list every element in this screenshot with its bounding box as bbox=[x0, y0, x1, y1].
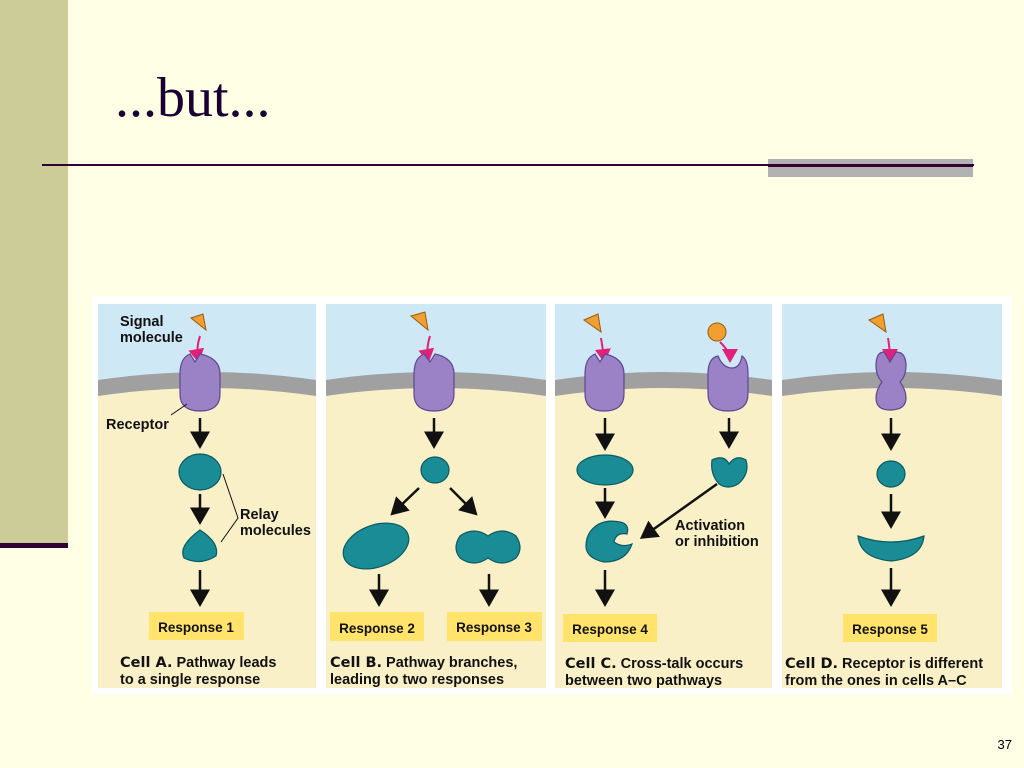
title-divider-accent-line bbox=[768, 164, 973, 167]
caption-cell-d: Cell D. Receptor is different bbox=[785, 656, 983, 672]
relay-molecule-icon bbox=[455, 530, 521, 564]
page-number: 37 bbox=[997, 737, 1012, 752]
caption-cell-a: Cell A. Pathway leads bbox=[120, 655, 276, 671]
signal-molecule-icon bbox=[189, 313, 207, 332]
side-accent-bar bbox=[0, 0, 68, 544]
receptor-icon bbox=[875, 351, 907, 411]
side-accent-line bbox=[0, 543, 68, 548]
relay-molecule-icon bbox=[178, 453, 222, 491]
binding-arrow bbox=[881, 337, 898, 363]
title-divider-accent bbox=[768, 159, 973, 177]
response-box bbox=[447, 612, 542, 641]
response-label: Response 3 bbox=[456, 620, 532, 635]
receptor-icon bbox=[707, 354, 749, 412]
response-label: Response 5 bbox=[852, 622, 928, 637]
relay-molecule-icon bbox=[420, 456, 450, 484]
relay-molecule-icon bbox=[876, 460, 906, 488]
cross-talk-arrow bbox=[639, 482, 718, 539]
arrow bbox=[390, 487, 420, 516]
caption-cell-b: Cell B. Pathway branches, bbox=[330, 655, 517, 671]
caption-cell-c: between two pathways bbox=[565, 673, 722, 689]
relay-molecules-label: Relay bbox=[240, 507, 279, 523]
caption-cell-b: leading to two responses bbox=[330, 672, 504, 688]
relay-molecule-icon bbox=[857, 535, 925, 562]
response-box bbox=[330, 612, 424, 641]
caption-cell-a: to a single response bbox=[120, 672, 260, 688]
receptor-icon bbox=[584, 353, 625, 412]
activation-label: Activation bbox=[675, 518, 745, 534]
signal-molecule-icon bbox=[867, 313, 887, 334]
title-divider bbox=[42, 164, 974, 166]
receptor-icon bbox=[179, 353, 221, 412]
receptor-label: Receptor bbox=[106, 417, 169, 433]
response-box bbox=[563, 614, 657, 642]
response-label: Response 4 bbox=[572, 622, 648, 637]
relay-molecule-icon bbox=[585, 520, 633, 563]
response-label: Response 2 bbox=[339, 621, 415, 636]
binding-arrow bbox=[418, 335, 435, 363]
signal-molecule-label: molecule bbox=[120, 330, 183, 346]
relay-molecule-icon bbox=[342, 522, 410, 570]
signal-molecule-icon bbox=[409, 311, 429, 332]
activation-label: or inhibition bbox=[675, 534, 759, 550]
relay-molecules-label: molecules bbox=[240, 523, 311, 539]
response-box bbox=[843, 614, 937, 642]
slide-title: ...but... bbox=[115, 67, 271, 129]
receptor-pointer-line bbox=[170, 403, 188, 416]
binding-arrow bbox=[719, 341, 738, 363]
response-box bbox=[149, 612, 244, 640]
relay-bracket-line bbox=[220, 473, 239, 543]
arrow bbox=[449, 487, 478, 516]
receptor-icon bbox=[413, 353, 455, 412]
caption-cell-c: Cell C. Cross-talk occurs bbox=[565, 656, 743, 672]
caption-cell-d: from the ones in cells A–C bbox=[785, 673, 967, 689]
signal-molecule-icon bbox=[582, 313, 602, 334]
response-label: Response 1 bbox=[158, 620, 234, 635]
relay-molecule-icon bbox=[576, 454, 634, 486]
signal-molecule-label: Signal bbox=[120, 314, 164, 330]
relay-molecule-icon bbox=[182, 529, 218, 563]
signaling-pathways-figure: Response 1 Response 2 Response 3 Respons… bbox=[92, 296, 1012, 694]
signal-molecule-icon bbox=[707, 322, 727, 342]
relay-molecule-icon bbox=[711, 457, 748, 488]
